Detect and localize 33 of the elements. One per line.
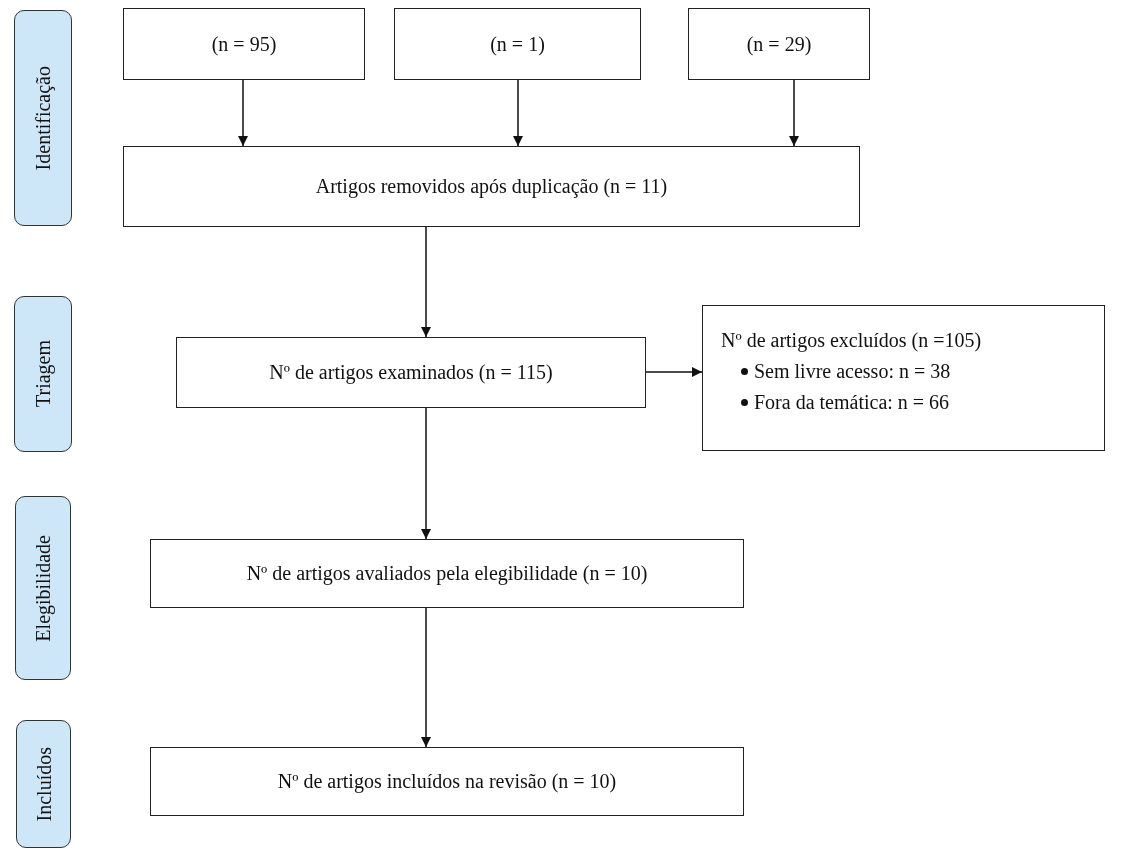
arrow — [238, 79, 248, 147]
box-text: Nº de artigos avaliados pela elegibilidade (n = 10) — [246, 561, 648, 586]
stage-label — [15, 496, 71, 680]
stage-label — [16, 720, 71, 848]
box-text: (n = 29) — [746, 31, 812, 57]
stage-text: Incluídos — [33, 746, 54, 822]
arrow — [421, 607, 431, 748]
process-box — [150, 747, 744, 816]
box-text: Artigos removidos após duplicação (n = 11) — [315, 174, 668, 199]
arrow — [421, 226, 431, 338]
process-box — [150, 539, 744, 608]
arrow — [421, 407, 431, 540]
bullet-item: Fora da temática: n = 66 — [741, 390, 1104, 415]
box-heading: Nº de artigos excluídos (n =105) — [721, 328, 983, 353]
stage-text: Triagem — [33, 340, 53, 408]
arrow — [789, 79, 799, 147]
box-text: (n = 1) — [490, 31, 545, 57]
process-box — [123, 146, 860, 227]
stage-text: Identificação — [33, 65, 53, 171]
box-text: (n = 95) — [211, 31, 277, 57]
stage-label — [14, 296, 72, 452]
arrow — [645, 367, 703, 377]
box-text: Nº de artigos examinados (n = 115) — [269, 360, 553, 385]
exclusion-box — [702, 305, 1105, 451]
box-text: Nº de artigos incluídos na revisão (n = 10) — [277, 769, 617, 794]
process-box — [688, 8, 870, 80]
process-box — [123, 8, 365, 80]
process-box — [176, 337, 646, 408]
stage-text: Elegibilidade — [33, 534, 53, 642]
arrow — [513, 79, 523, 147]
stage-label — [14, 10, 72, 226]
process-box — [394, 8, 641, 80]
bullet-item: Sem livre acesso: n = 38 — [741, 359, 1104, 384]
